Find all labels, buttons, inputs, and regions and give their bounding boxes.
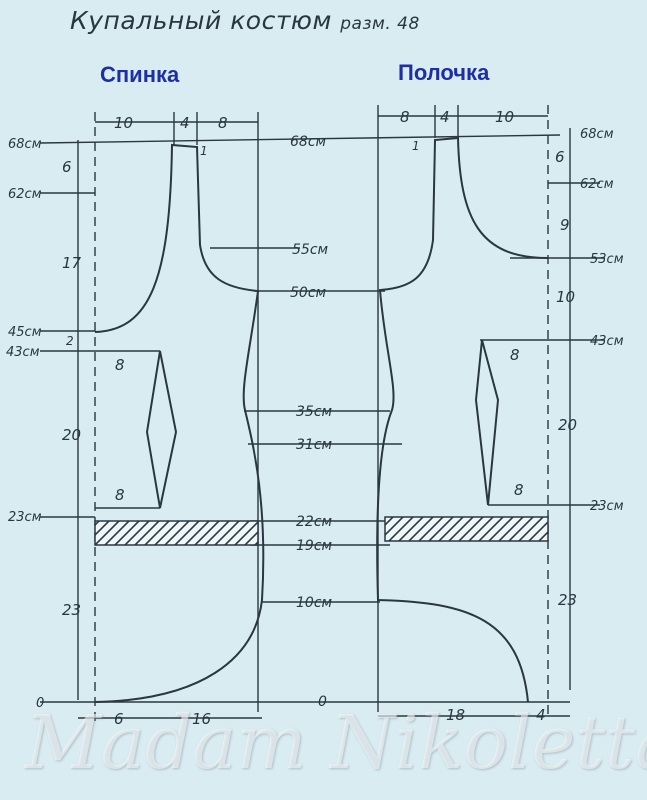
label-35cm: 35см bbox=[296, 404, 333, 420]
front-dim-1: 1 bbox=[412, 139, 420, 153]
back-dim-8: 8 bbox=[218, 114, 228, 132]
center-level-labels: 68см 55см 50см 35см 31см 22см 19см 10см … bbox=[290, 134, 333, 710]
back-dim-23: 23 bbox=[62, 601, 81, 619]
back-dim-20: 20 bbox=[62, 426, 81, 444]
front-piece-outline bbox=[376, 136, 549, 703]
back-dart-bottom-8: 8 bbox=[115, 486, 125, 504]
back-piece-outline bbox=[94, 143, 265, 703]
back-dim-10: 10 bbox=[114, 114, 133, 132]
label-31cm: 31см bbox=[296, 437, 333, 453]
front-dim-4: 4 bbox=[440, 108, 450, 126]
front-dart bbox=[474, 339, 500, 506]
right-level-labels: 68см 62см 53см 43см 23см bbox=[580, 127, 624, 514]
front-dart-top-8: 8 bbox=[510, 346, 520, 364]
front-dim-6: 6 bbox=[555, 148, 565, 166]
back-dim-2: 2 bbox=[66, 334, 74, 348]
back-elastic-band bbox=[94, 520, 259, 546]
left-level-labels: 68см 62см 45см 43см 23см 0 bbox=[6, 137, 44, 711]
back-dart-top-8: 8 bbox=[115, 356, 125, 374]
left-label-0: 0 bbox=[36, 696, 44, 711]
construction-lines bbox=[39, 105, 605, 725]
front-dim-20: 20 bbox=[558, 416, 577, 434]
back-piece-label: Спинка bbox=[100, 62, 180, 87]
label-19cm: 19см bbox=[296, 538, 333, 554]
left-label-62: 62см bbox=[8, 187, 42, 202]
front-dim-9: 9 bbox=[560, 216, 570, 234]
label-68cm: 68см bbox=[290, 134, 327, 150]
front-dim-8: 8 bbox=[400, 108, 410, 126]
line-68cm bbox=[39, 134, 561, 144]
front-dim-10: 10 bbox=[495, 108, 514, 126]
left-label-43: 43см bbox=[6, 345, 40, 360]
label-0-center: 0 bbox=[318, 694, 327, 710]
left-label-45: 45см bbox=[8, 325, 42, 340]
label-10cm: 10см bbox=[296, 595, 333, 611]
left-label-23: 23см bbox=[8, 510, 42, 525]
front-dim-10-v: 10 bbox=[556, 288, 575, 306]
watermark: Madam Nikoletta bbox=[25, 700, 647, 786]
front-dim-23: 23 bbox=[558, 591, 577, 609]
front-dimension-labels: 8 4 10 1 6 9 10 20 23 8 8 18 4 bbox=[400, 108, 577, 724]
pattern-outlines bbox=[94, 136, 549, 703]
front-dim-bottom-4: 4 bbox=[536, 706, 546, 724]
front-elastic-band bbox=[384, 516, 549, 542]
size-label: разм. 48 bbox=[340, 14, 420, 34]
back-dim-4: 4 bbox=[180, 114, 190, 132]
back-dim-1: 1 bbox=[200, 144, 208, 158]
pattern-title: Купальный костюм разм. 48 bbox=[70, 6, 420, 35]
left-label-68: 68см bbox=[8, 137, 42, 152]
back-dimension-labels: 10 4 8 1 6 17 2 20 23 8 8 6 16 bbox=[62, 114, 228, 728]
label-22cm: 22см bbox=[296, 514, 333, 530]
right-label-23: 23см bbox=[590, 499, 624, 514]
back-dart bbox=[145, 350, 178, 509]
back-dim-bottom-6: 6 bbox=[114, 710, 124, 728]
back-dim-bottom-16: 16 bbox=[192, 710, 211, 728]
front-dim-bottom-18: 18 bbox=[446, 706, 465, 724]
back-dim-17: 17 bbox=[62, 254, 82, 272]
front-piece-label: Полочка bbox=[398, 60, 490, 85]
right-label-62: 62см bbox=[580, 177, 614, 192]
back-dim-6: 6 bbox=[62, 158, 72, 176]
front-dart-bottom-8: 8 bbox=[514, 481, 524, 499]
right-label-43: 43см bbox=[590, 334, 624, 349]
label-55cm: 55см bbox=[292, 242, 329, 258]
right-label-68: 68см bbox=[580, 127, 614, 142]
right-label-53: 53см bbox=[590, 252, 624, 267]
title-text: Купальный костюм bbox=[70, 6, 332, 35]
label-50cm: 50см bbox=[290, 285, 327, 301]
